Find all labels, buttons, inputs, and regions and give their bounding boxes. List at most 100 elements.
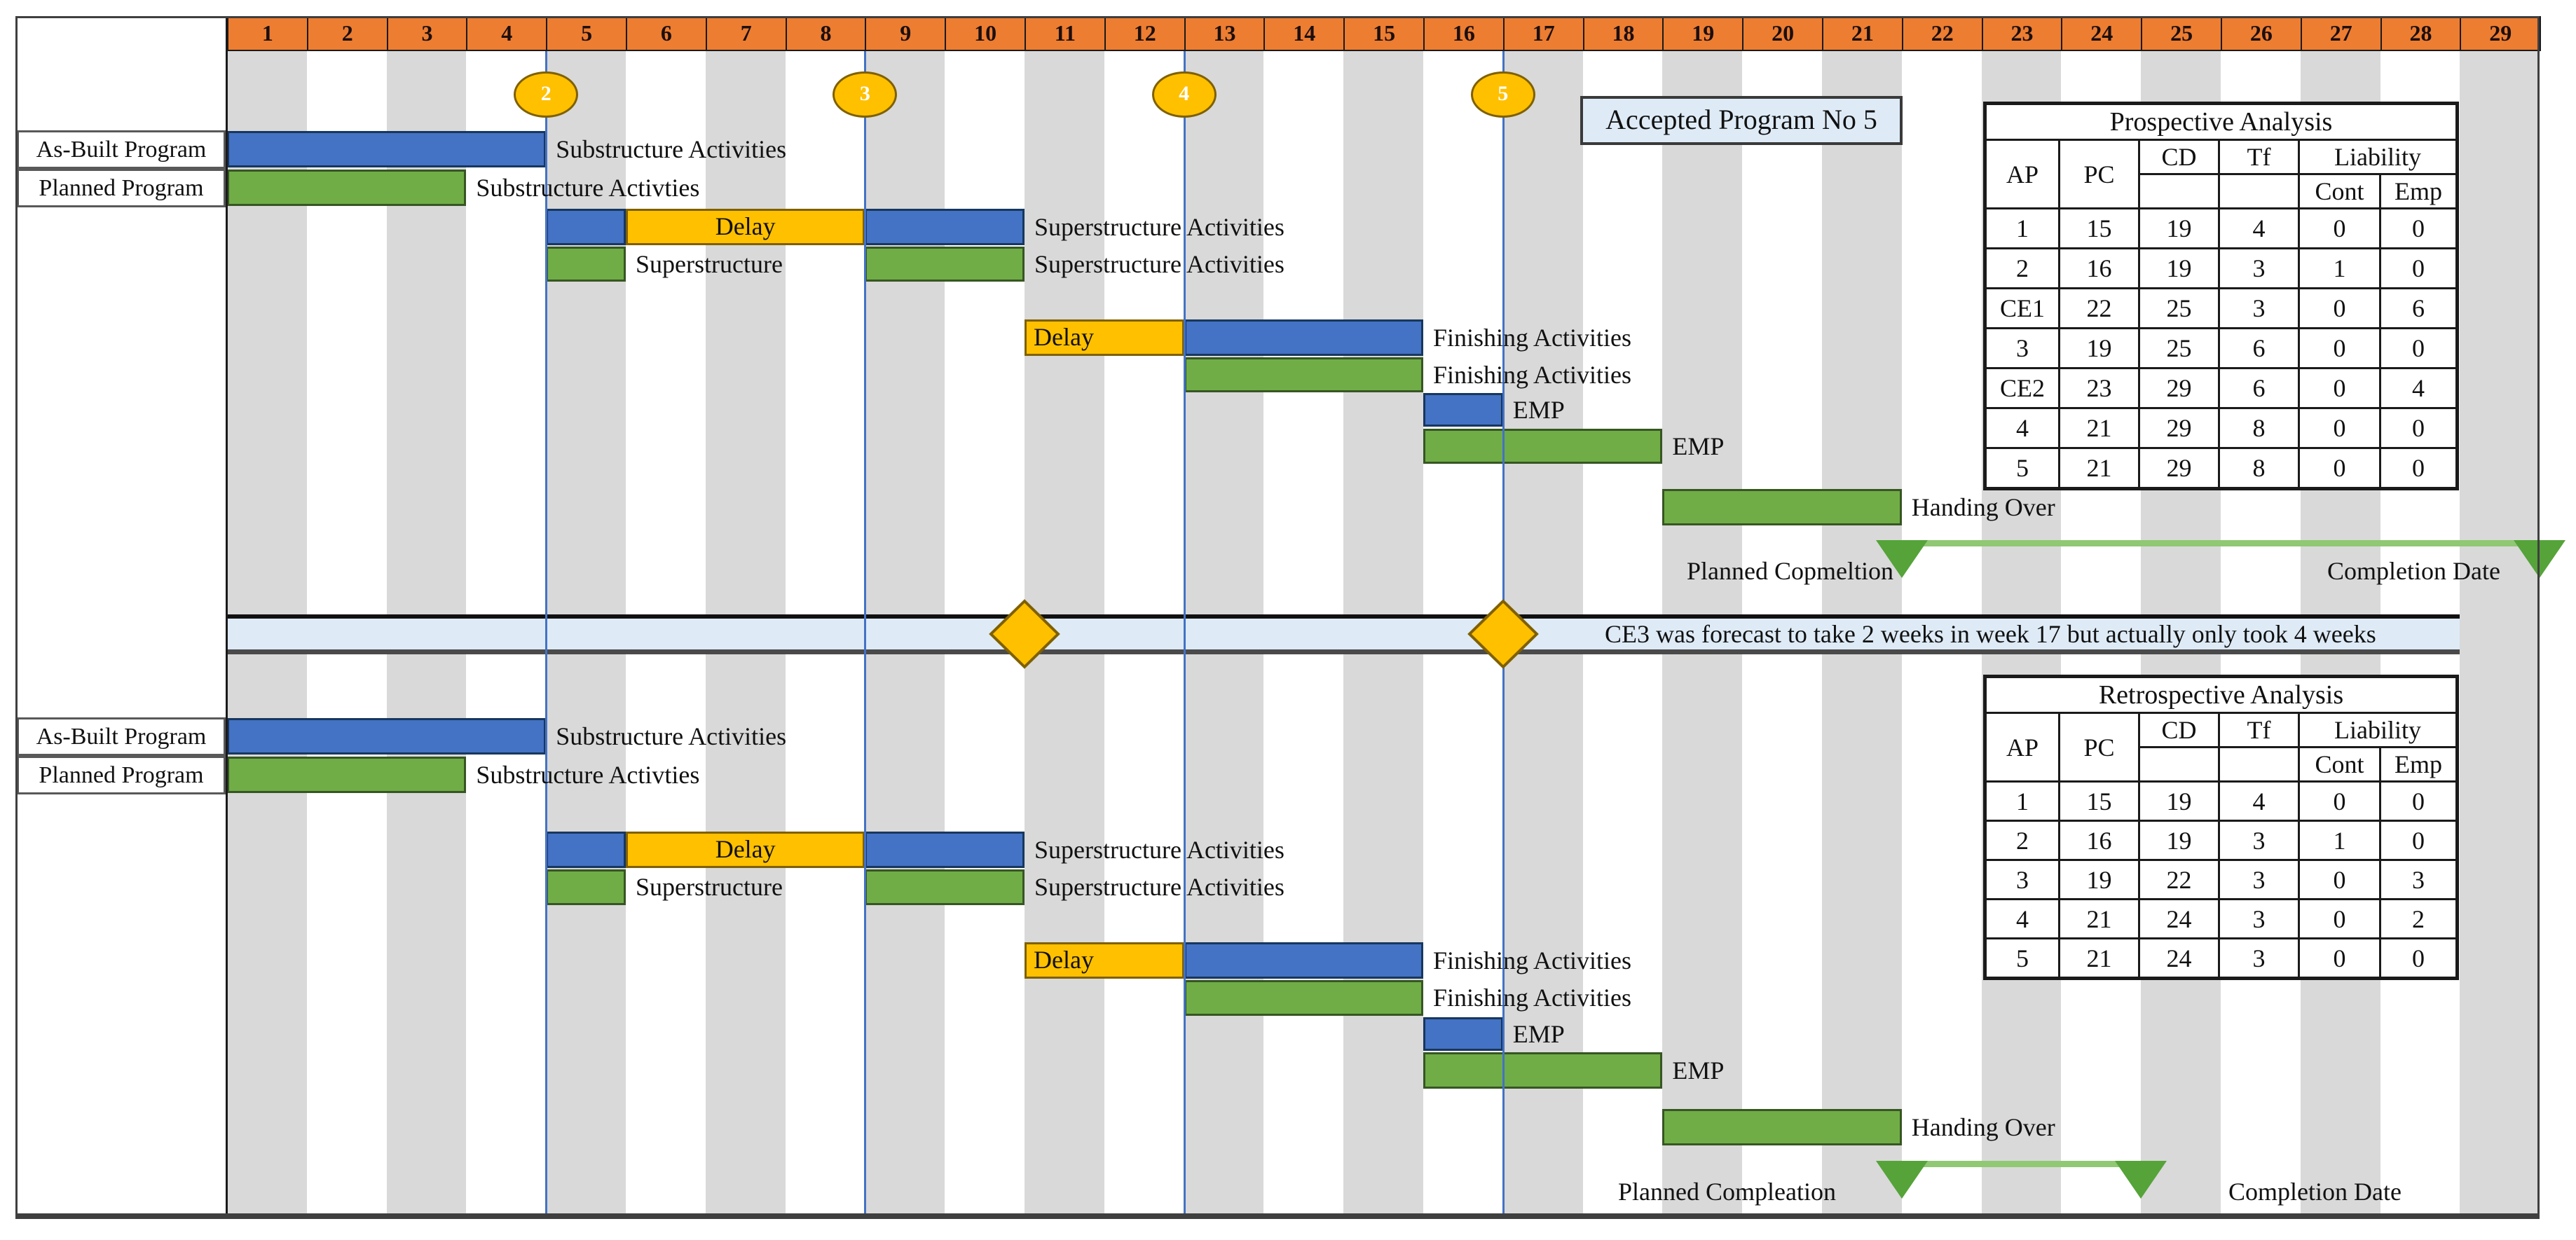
- gantt-bar-planned: [1423, 429, 1663, 464]
- bar-label: Finishing Activities: [1433, 324, 1632, 352]
- table-cell: 0: [2298, 287, 2381, 329]
- week-header-cell: 12: [1104, 16, 1186, 51]
- table-cell: 0: [2379, 447, 2458, 490]
- table-cell: 1: [2298, 247, 2381, 289]
- table-cell: 3: [1984, 327, 2060, 369]
- gantt-bar-actual: [1184, 942, 1423, 979]
- table-header-cell: Cont: [2298, 746, 2381, 783]
- week-header-cell: 26: [2221, 16, 2302, 51]
- table-cell: 19: [2138, 207, 2220, 249]
- bar-label: Superstructure: [636, 250, 783, 278]
- gantt-bar-actual: [1184, 319, 1423, 356]
- week-header-cell: 18: [1582, 16, 1664, 51]
- table-header-cell: AP: [1984, 139, 2060, 209]
- table-cell: 15: [2058, 780, 2140, 822]
- table-cell: 21: [2058, 898, 2140, 939]
- table-cell: 3: [2218, 859, 2300, 900]
- table-cell: 3: [2379, 859, 2458, 900]
- bar-label: Finishing Activities: [1433, 361, 1632, 389]
- week-header-cell: 22: [1901, 16, 1983, 51]
- accepted-program-box: Accepted Program No 5: [1580, 96, 1903, 145]
- milestone-triangle-icon: [2115, 1161, 2167, 1199]
- week-header-cell: 8: [785, 16, 867, 51]
- table-cell: 21: [2058, 407, 2140, 449]
- table-cell: 8: [2218, 447, 2300, 490]
- week-header-cell: 11: [1025, 16, 1106, 51]
- table-header-cell: CD: [2138, 139, 2220, 175]
- table-cell: 2: [2379, 898, 2458, 939]
- gantt-bar-actual: [1423, 393, 1503, 427]
- table-cell: 5: [1984, 937, 2060, 979]
- week-header-cell: 7: [705, 16, 787, 51]
- table-cell: 3: [2218, 820, 2300, 861]
- row-header-planned: Planned Program: [17, 169, 226, 207]
- table-header-cell: [2138, 746, 2220, 783]
- table-cell: 2: [1984, 820, 2060, 861]
- table-title: Prospective Analysis: [1984, 102, 2458, 141]
- table-header-cell: Cont: [2298, 173, 2381, 209]
- table-cell: 21: [2058, 447, 2140, 490]
- week-header-cell: 20: [1742, 16, 1823, 51]
- gantt-bar-actual: [227, 131, 547, 167]
- bar-label: EMP: [1512, 396, 1565, 424]
- table-cell: 22: [2138, 859, 2220, 900]
- table-cell: 1: [1984, 207, 2060, 249]
- gantt-bar-actual: [227, 718, 547, 755]
- week-stripe: [2460, 51, 2540, 1213]
- week-header-cell: 29: [2460, 16, 2542, 51]
- table-cell: 23: [2058, 367, 2140, 409]
- table-cell: 0: [2379, 820, 2458, 861]
- accepted-program-line: [864, 51, 867, 1213]
- gantt-bar-actual: [865, 209, 1025, 245]
- table-header-cell: Tf: [2218, 712, 2300, 748]
- week-header-cell: 14: [1263, 16, 1345, 51]
- table-cell: 0: [2379, 407, 2458, 449]
- milestone-triangle-icon: [2514, 540, 2566, 578]
- table-cell: 25: [2138, 327, 2220, 369]
- table-cell: 5: [1984, 447, 2060, 490]
- gantt-bar-planned: [227, 170, 467, 206]
- accepted-program-circle: 3: [833, 71, 898, 118]
- week-header-cell: 19: [1662, 16, 1744, 51]
- row-header-as_built: As-Built Program: [17, 130, 226, 169]
- table-cell: 4: [2218, 780, 2300, 822]
- bar-label: Superstructure Activities: [1034, 873, 1284, 901]
- bar-label: Substructure Activties: [476, 174, 700, 202]
- week-header-cell: 23: [1981, 16, 2063, 51]
- bar-label: Handing Over: [1911, 1113, 2055, 1141]
- bar-label: Handing Over: [1911, 493, 2055, 521]
- table-cell: 0: [2379, 327, 2458, 369]
- table-cell: 0: [2379, 247, 2458, 289]
- table-cell: 19: [2138, 247, 2220, 289]
- gantt-bar-actual: [1423, 1017, 1503, 1051]
- table-cell: 19: [2138, 820, 2220, 861]
- table-header-cell: PC: [2058, 712, 2140, 783]
- table-cell: 8: [2218, 407, 2300, 449]
- ce-band: CE3 was forecast to take 2 weeks in week…: [227, 614, 2460, 654]
- table-cell: 19: [2058, 859, 2140, 900]
- bar-label: EMP: [1672, 1056, 1725, 1084]
- table-header-cell: Liability: [2298, 139, 2458, 175]
- accepted-program-circle: 5: [1470, 71, 1535, 118]
- table-cell: 3: [2218, 937, 2300, 979]
- table-cell: 29: [2138, 447, 2220, 490]
- bar-label: Superstructure Activities: [1034, 250, 1284, 278]
- table-cell: 19: [2058, 327, 2140, 369]
- bar-label: Finishing Activities: [1433, 984, 1632, 1012]
- gantt-bar-delay: Delay: [626, 209, 865, 245]
- bar-label: Superstructure Activities: [1034, 213, 1284, 241]
- table-cell: 1: [2298, 820, 2381, 861]
- table-header-cell: CD: [2138, 712, 2220, 748]
- gantt-bar-delay: Delay: [1025, 319, 1184, 356]
- bar-label: Superstructure Activities: [1034, 836, 1284, 864]
- week-header-cell: 15: [1343, 16, 1425, 51]
- table-header-cell: [2138, 173, 2220, 209]
- table-cell: 0: [2298, 207, 2381, 249]
- week-header-cell: 9: [865, 16, 947, 51]
- row-header-planned: Planned Program: [17, 756, 226, 794]
- week-header-cell: 13: [1184, 16, 1266, 51]
- gantt-bar-planned: [546, 869, 626, 905]
- week-header-cell: 1: [227, 16, 308, 51]
